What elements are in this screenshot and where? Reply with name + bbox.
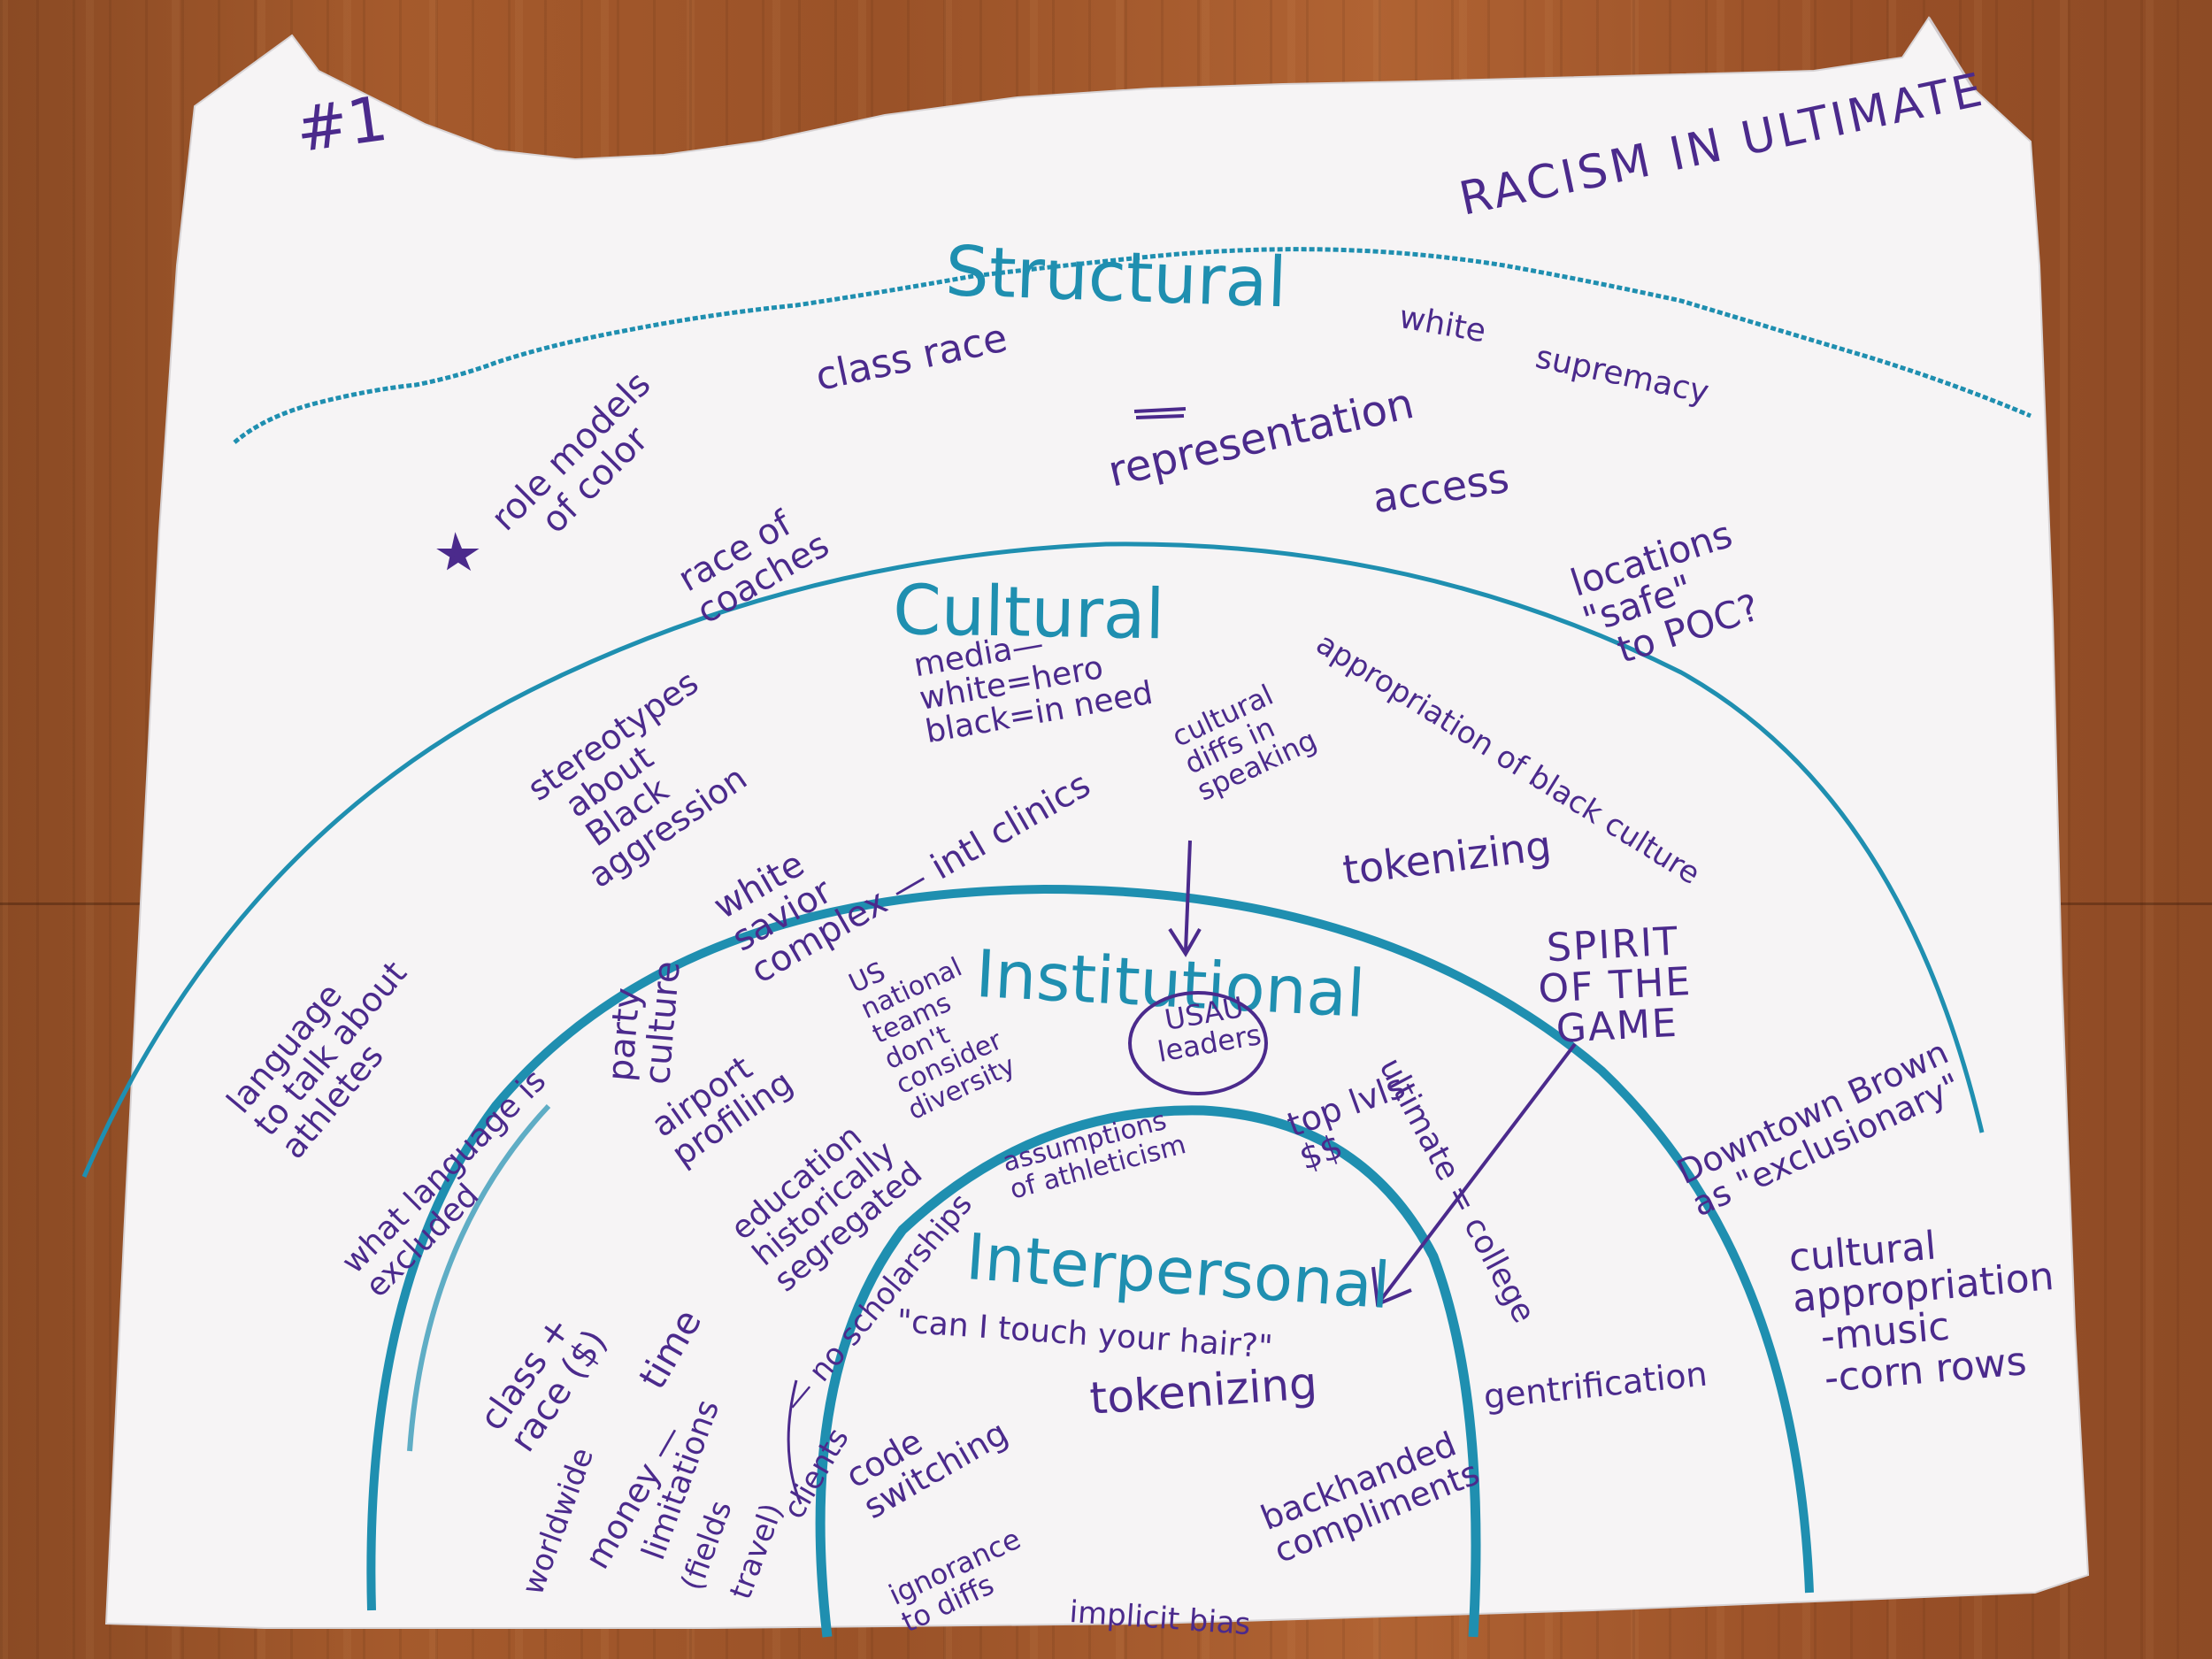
arrow-spirit-of-the-game [1379, 1042, 1577, 1302]
star-icon [436, 532, 480, 572]
structural-arc [233, 247, 2032, 444]
scribbled-word [1133, 407, 1187, 419]
cultural-arc [81, 541, 1985, 1178]
note-cultural-appropriation: cultural appropriation -music -corn rows [1786, 1223, 2056, 1403]
brace [787, 1379, 803, 1505]
note-party-culture: party culture [600, 959, 688, 1087]
institutional-arc [366, 884, 1814, 1611]
interpersonal-arc [815, 1105, 1481, 1638]
level-structural: Structural [943, 232, 1288, 324]
usau-leaders-circle [1128, 991, 1268, 1095]
note-spirit-of-the-game: SPIRIT OF THE GAME [1537, 918, 1694, 1053]
arrow-cultural-diffs [1184, 840, 1192, 952]
poster-number: #1 [291, 81, 392, 167]
